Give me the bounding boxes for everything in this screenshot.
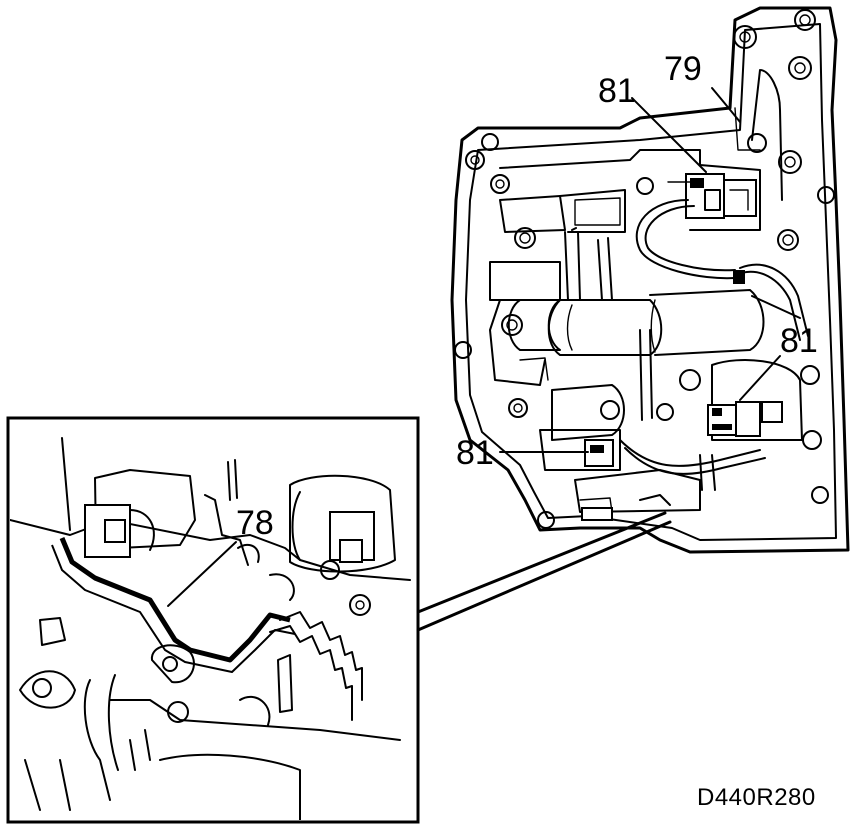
callout-79: 79 <box>664 50 702 88</box>
inset-detail <box>6 416 672 824</box>
figure-reference-code: D440R280 <box>697 784 816 811</box>
solenoid-cylinders <box>489 261 765 356</box>
solenoid-connector-right <box>707 359 803 441</box>
callout-81-top: 81 <box>598 72 636 110</box>
callout-81-right: 81 <box>780 322 818 360</box>
callout-leaders <box>167 87 801 607</box>
valve-body-main <box>450 6 850 554</box>
callout-78: 78 <box>236 504 274 542</box>
solenoid-connector-top <box>667 173 757 219</box>
solenoid-connector-left <box>539 384 625 471</box>
bolt-holes <box>454 9 835 529</box>
callout-81-left: 81 <box>456 434 494 472</box>
